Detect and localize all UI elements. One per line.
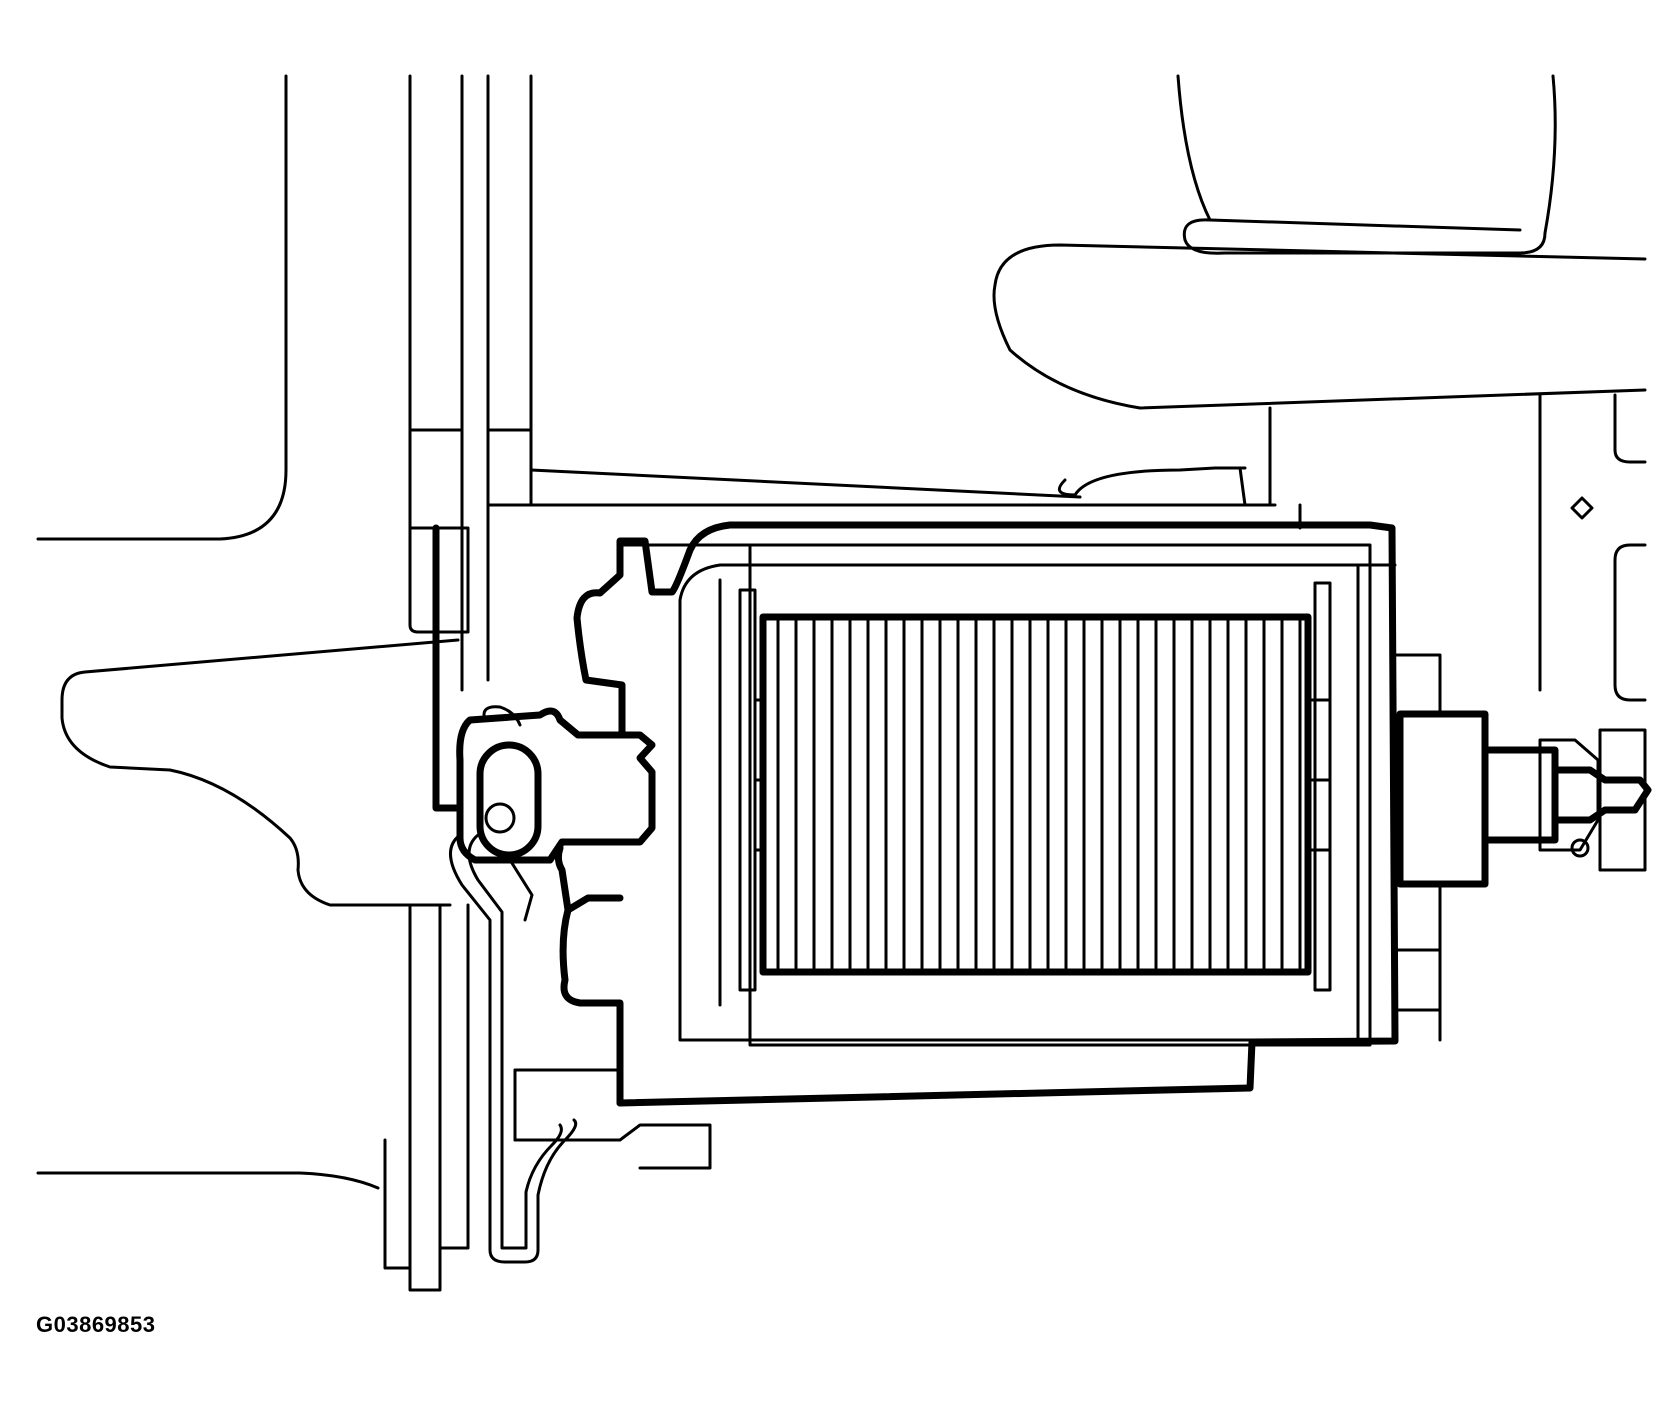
motor-mount-housing — [432, 521, 1399, 1107]
armature-core — [738, 581, 1332, 992]
lower-housing — [513, 1008, 1442, 1170]
figure-code: G03869853 — [36, 1312, 156, 1337]
upper-arm — [529, 74, 1647, 872]
motor-housing — [618, 543, 1397, 1047]
lower-guide-rails — [383, 903, 470, 1292]
left-body-panel — [36, 74, 533, 1190]
output-shaft — [1393, 653, 1652, 1042]
mounting-bracket — [60, 638, 460, 907]
armature-ribs — [776, 618, 1302, 970]
solenoid-pivot-link — [476, 741, 542, 859]
